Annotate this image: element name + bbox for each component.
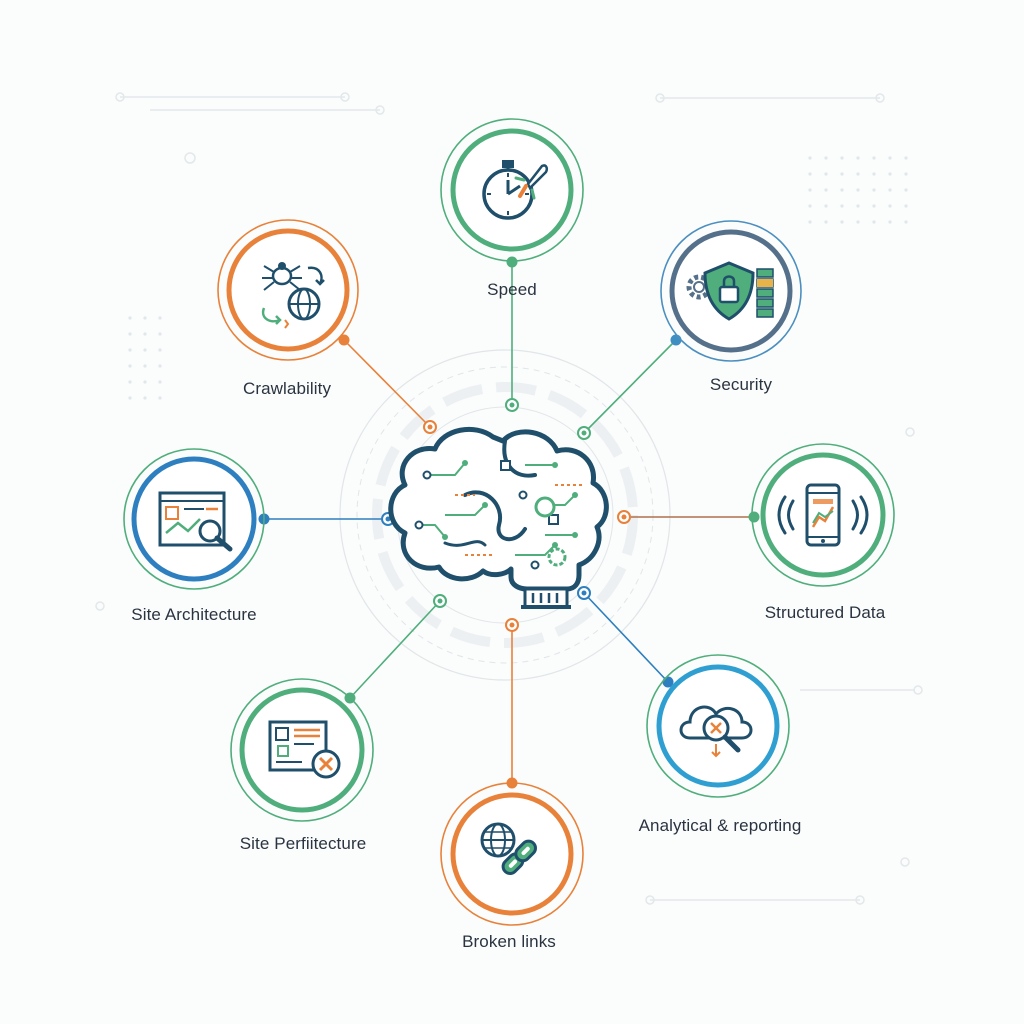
label-site-architecture: Site Architecture — [131, 605, 257, 624]
label-broken-links: Broken links — [462, 932, 556, 951]
label-speed: Speed — [487, 280, 537, 299]
node-site-architecture[interactable] — [123, 448, 265, 590]
cloud-search-icon — [679, 705, 753, 758]
brain-circuit-icon — [388, 426, 609, 609]
node-security[interactable] — [660, 220, 802, 362]
label-crawlability: Crawlability — [242, 379, 332, 398]
connector-analytical — [583, 592, 669, 683]
stopwatch-rocket-icon — [482, 160, 549, 220]
label-site-perfiitecture: Site Perfiitecture — [239, 834, 367, 853]
connector-security — [583, 339, 677, 434]
center-rings — [339, 349, 671, 681]
node-site-perfiitecture[interactable] — [230, 678, 374, 822]
node-crawlability[interactable] — [217, 219, 359, 361]
shield-lock-gear-icon — [686, 261, 774, 321]
phone-chart-icon — [777, 483, 869, 547]
connector-dots — [258, 256, 760, 789]
connector-crawl — [343, 339, 431, 428]
connector-lines — [264, 262, 754, 783]
background-decoration — [95, 92, 923, 905]
document-error-icon — [268, 720, 341, 779]
browser-search-icon — [158, 491, 233, 552]
node-analytical[interactable] — [646, 654, 790, 798]
spider-globe-icon — [261, 262, 325, 329]
label-structured-data: Structured Data — [764, 603, 886, 622]
connector-perf — [349, 600, 441, 699]
label-analytical: Analytical & reporting — [638, 816, 802, 835]
globe-chain-icon — [480, 822, 537, 875]
dot-grid-right — [808, 156, 908, 224]
dot-grid-left — [128, 316, 162, 400]
node-structured-data[interactable] — [751, 443, 895, 587]
label-security: Security — [709, 375, 773, 394]
node-broken-links[interactable] — [440, 782, 584, 926]
node-speed[interactable] — [440, 118, 584, 262]
